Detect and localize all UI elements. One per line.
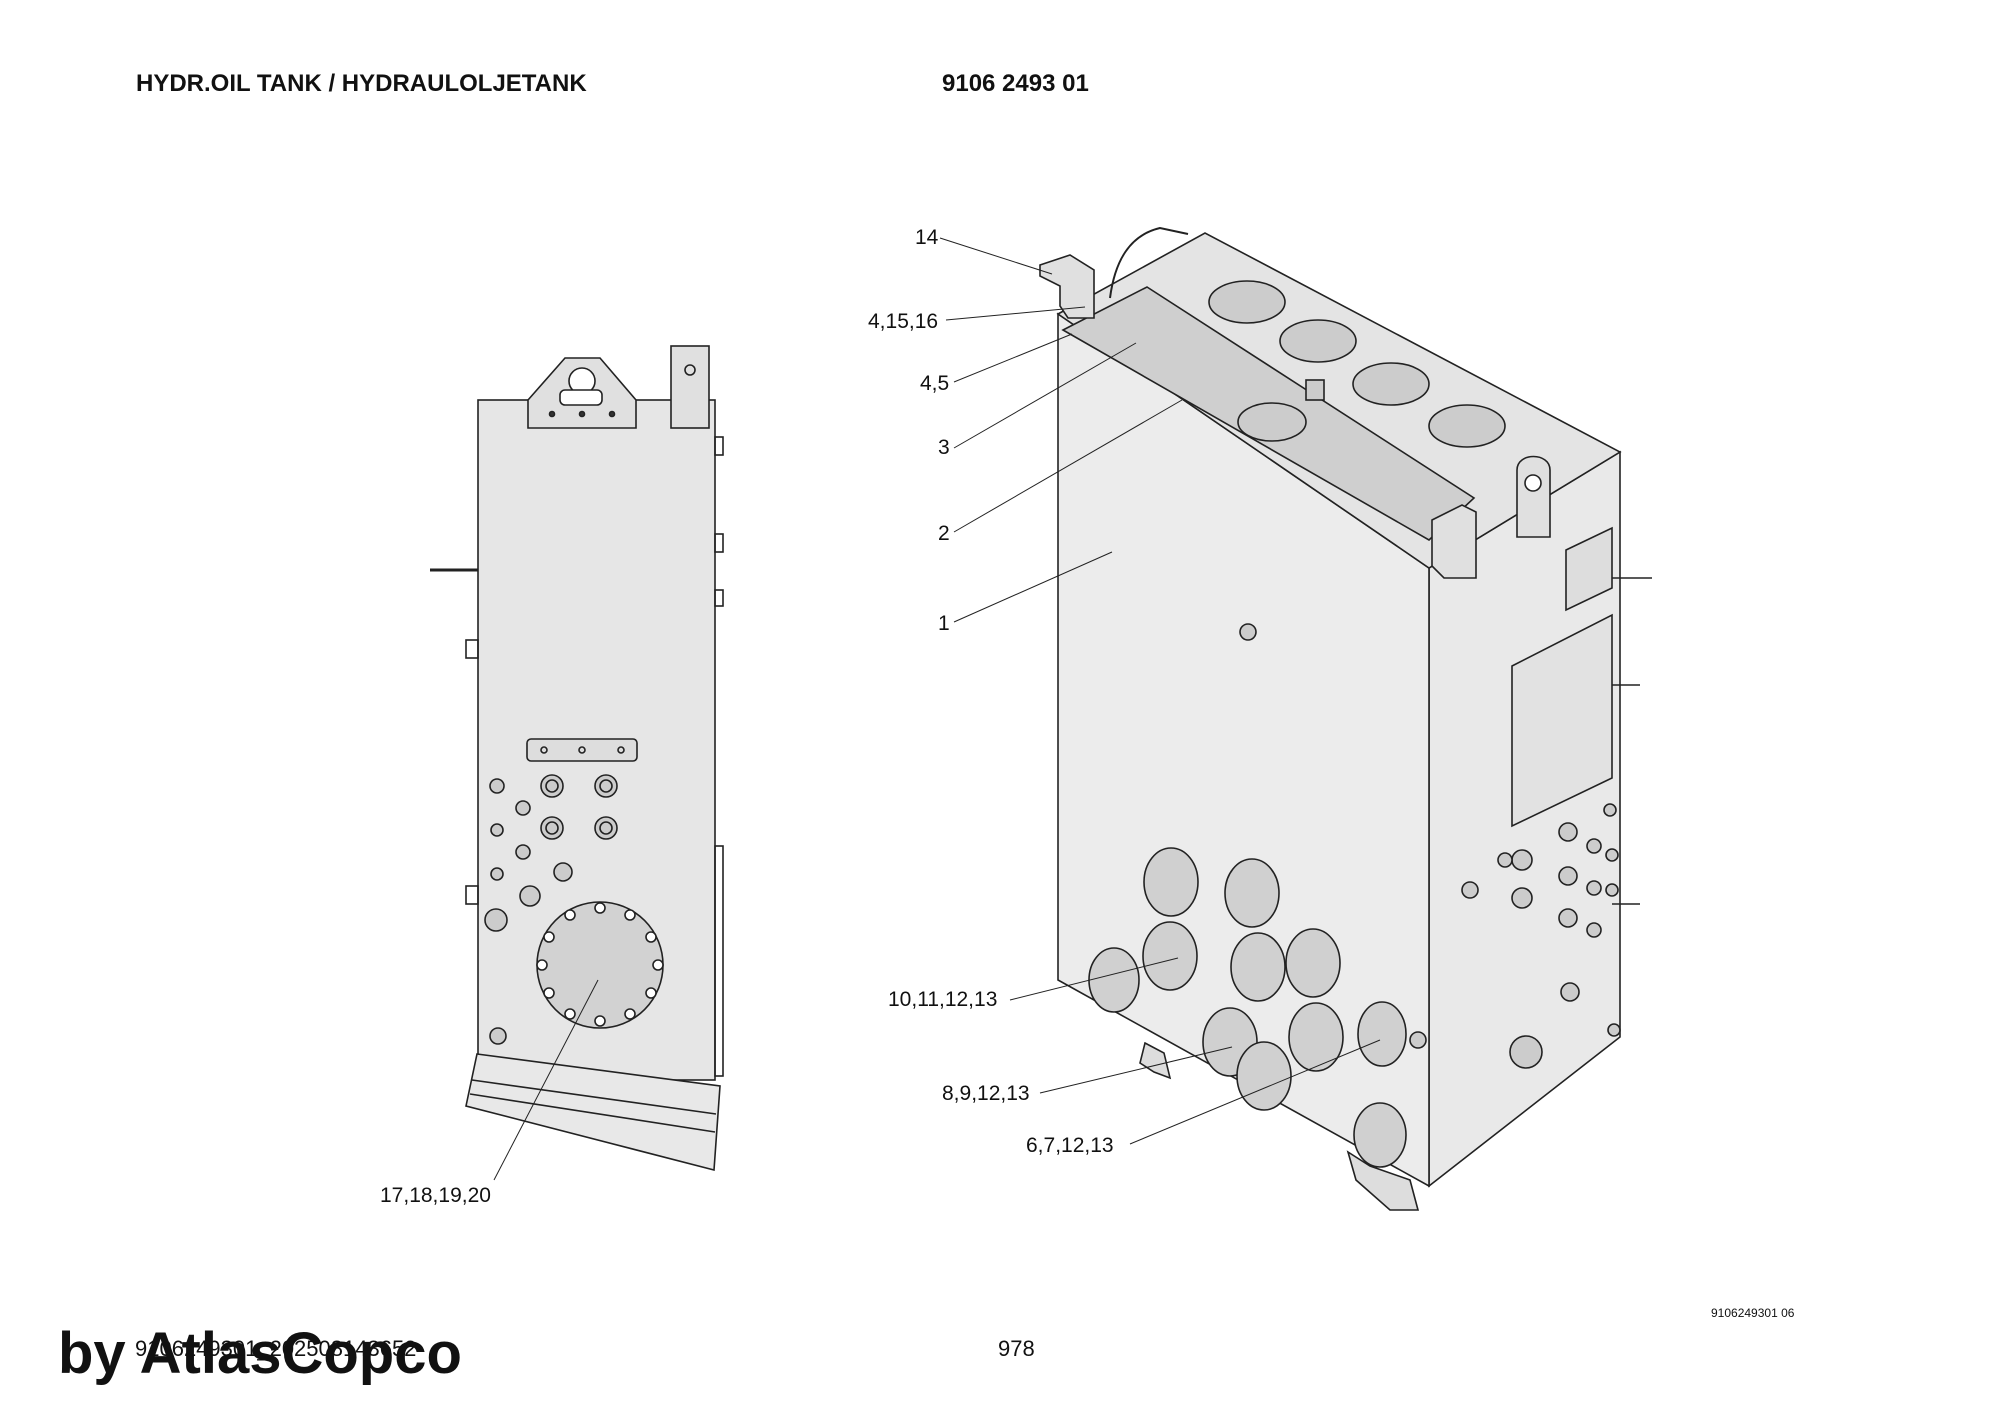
part-number: 9106 2493 01	[942, 70, 1089, 97]
page-number: 978	[998, 1336, 1035, 1361]
callout-3: 3	[938, 436, 950, 459]
callout-2: 2	[938, 522, 950, 545]
callout-17-18-19-20: 17,18,19,20	[380, 1184, 491, 1207]
callout-14: 14	[915, 226, 939, 249]
callout-8-9-12-13: 8,9,12,13	[942, 1082, 1030, 1105]
document-id: 9106249301_202508143652	[135, 1336, 417, 1361]
watermark: by AtlasCopco	[58, 1321, 462, 1386]
document-title: HYDR.OIL TANK / HYDRAULOLJETANK	[136, 70, 587, 97]
callout-10-11-12-13: 10,11,12,13	[888, 988, 998, 1011]
tank-isometric-view	[1039, 226, 1652, 1211]
callout-1: 1	[938, 612, 950, 635]
callout-4-15-16: 4,15,16	[868, 310, 939, 333]
drawing-reference: 9106249301 06	[1711, 1306, 1795, 1320]
leader-lines	[493, 237, 1381, 1181]
tank-side-view	[430, 345, 724, 1172]
callout-4-5: 4,5	[920, 372, 950, 395]
callout-6-7-12-13: 6,7,12,13	[1026, 1134, 1114, 1157]
